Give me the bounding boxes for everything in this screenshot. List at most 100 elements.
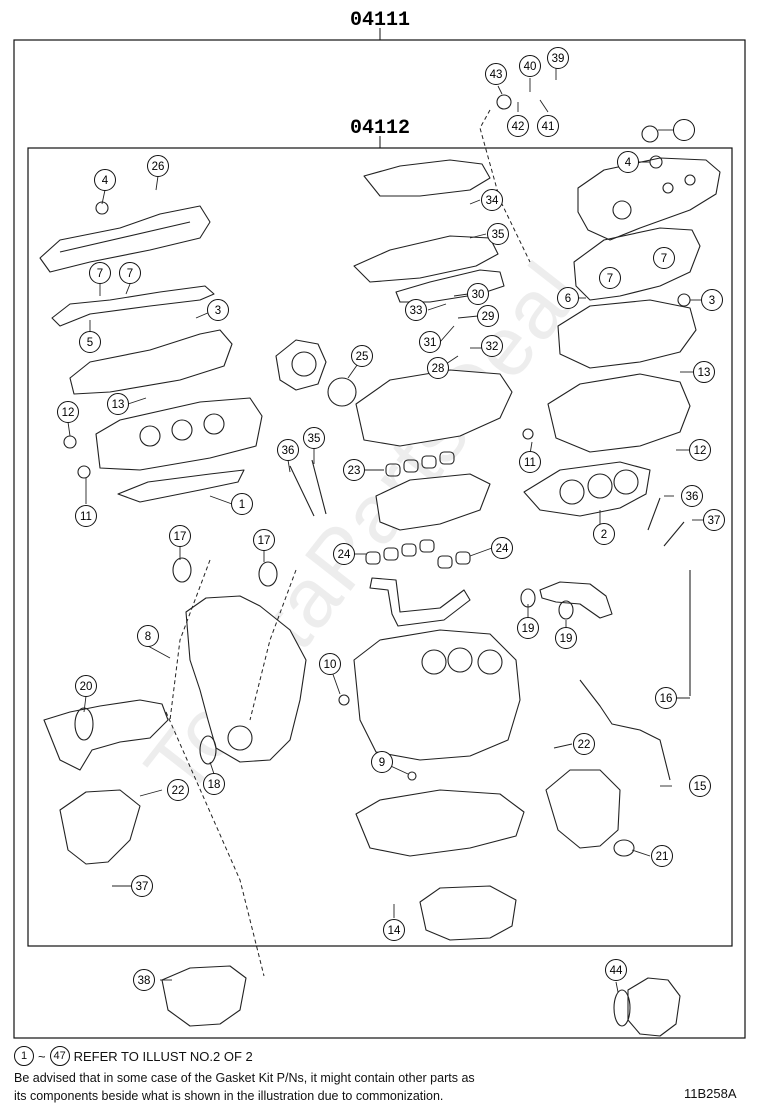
svg-text:4: 4	[102, 175, 109, 187]
callout-7c: 7	[599, 267, 621, 289]
svg-text:19: 19	[522, 623, 535, 635]
callout-37b: 38	[133, 969, 155, 991]
callout-44	[673, 119, 695, 141]
callout-20: 20	[75, 675, 97, 697]
range-separator: ~	[38, 1048, 46, 1064]
callout-22b: 22	[167, 779, 189, 801]
svg-text:14: 14	[388, 925, 401, 937]
svg-text:36: 36	[282, 445, 295, 457]
oil-pan-lower	[419, 885, 517, 941]
water-inlet-housing	[43, 699, 169, 771]
part-drawings	[39, 94, 721, 1037]
svg-text:35: 35	[492, 229, 505, 241]
svg-text:36: 36	[686, 491, 699, 503]
svg-text:41: 41	[542, 121, 555, 133]
callout-17b: 17	[253, 529, 275, 551]
fuel-delivery-pipe-upper	[363, 159, 491, 197]
svg-text:26: 26	[152, 161, 165, 173]
range-start-badge: 1	[14, 1046, 34, 1066]
callout-15: 15	[689, 775, 711, 797]
svg-text:10: 10	[324, 659, 337, 671]
right-cover-gasket	[573, 227, 701, 301]
rear-oil-seal-retainer	[627, 977, 681, 1037]
callout-35b: 36	[681, 485, 703, 507]
callout-6: 6	[557, 287, 579, 309]
advisory-line-1: Be advised that in some case of the Gask…	[14, 1071, 475, 1085]
outer-kit-label: 04111	[350, 9, 410, 32]
callout-31: 32	[481, 335, 503, 357]
svg-text:18: 18	[208, 779, 221, 791]
callout-17a: 17	[169, 525, 191, 547]
water-bypass-pipe	[369, 577, 471, 627]
callout-7d: 7	[653, 247, 675, 269]
callout-39: 40	[519, 55, 541, 77]
svg-text:23: 23	[348, 465, 361, 477]
svg-text:13: 13	[698, 367, 711, 379]
svg-text:22: 22	[578, 739, 591, 751]
callout-36a: 36	[277, 439, 299, 461]
callout-40: 41	[537, 115, 559, 137]
intake-plenum	[355, 369, 513, 447]
svg-text:30: 30	[472, 289, 485, 301]
svg-text:13: 13	[112, 399, 125, 411]
right-cylinder-head	[547, 373, 691, 453]
svg-text:35: 35	[308, 433, 321, 445]
svg-text:7: 7	[661, 253, 667, 265]
callout-27: 28	[427, 357, 449, 379]
callout-34: 35	[487, 223, 509, 245]
inner-kit-label: 04112	[350, 117, 410, 140]
callout-25: 25	[351, 345, 373, 367]
svg-text:8: 8	[145, 631, 151, 643]
callout-23: 23	[343, 459, 365, 481]
range-end-badge: 47	[49, 1046, 70, 1066]
svg-text:12: 12	[694, 445, 707, 457]
svg-text:28: 28	[432, 363, 445, 375]
svg-text:3: 3	[215, 305, 221, 317]
refer-note: 1 ~ 47 REFER TO ILLUST NO.2 OF 2	[14, 1046, 253, 1066]
right-cam-housing	[557, 299, 697, 369]
svg-text:24: 24	[338, 549, 351, 561]
svg-text:19: 19	[560, 633, 573, 645]
svg-text:43: 43	[490, 69, 503, 81]
callout-bubbles: 4 26 7 7 5 3 13 12 11 1 43 40 39 42 41 4…	[57, 47, 725, 991]
svg-text:37: 37	[708, 515, 721, 527]
svg-text:25: 25	[356, 351, 369, 363]
advisory-line-2: its components beside what is shown in t…	[14, 1089, 444, 1103]
svg-text:24: 24	[496, 543, 509, 555]
water-pump	[161, 965, 247, 1027]
callout-26: 26	[147, 155, 169, 177]
callout-4b: 4	[617, 151, 639, 173]
callout-24b: 24	[491, 537, 513, 559]
callout-37a: 37	[131, 875, 153, 897]
left-cover-gasket	[51, 285, 215, 327]
callout-3a: 3	[207, 299, 229, 321]
throttle-gasket	[327, 377, 357, 407]
oil-pan-upper	[355, 789, 525, 857]
callout-18: 18	[203, 773, 225, 795]
lower-intake-manifold	[375, 473, 491, 531]
right-head-gasket	[523, 461, 651, 517]
callout-12a: 12	[57, 401, 79, 423]
callout-10: 10	[319, 653, 341, 675]
svg-text:31: 31	[424, 337, 437, 349]
callout-28: 29	[477, 305, 499, 327]
callout-42: 43	[485, 63, 507, 85]
callout-5: 5	[79, 331, 101, 353]
svg-text:4: 4	[625, 157, 632, 169]
intake-manifold-gaskets	[365, 451, 471, 569]
callout-24a: 24	[333, 543, 355, 565]
timing-chain-cover	[185, 595, 307, 763]
callout-7b: 7	[119, 262, 141, 284]
svg-text:1: 1	[239, 499, 245, 511]
svg-text:9: 9	[379, 757, 385, 769]
callout-8: 8	[137, 625, 159, 647]
callout-13a: 13	[107, 393, 129, 415]
callout-3b: 3	[701, 289, 723, 311]
illustration-code: 11B258A	[684, 1086, 737, 1101]
svg-text:38: 38	[138, 975, 151, 987]
fuel-delivery-pipe-lower	[353, 235, 499, 283]
svg-text:22: 22	[172, 785, 185, 797]
svg-text:37: 37	[136, 881, 149, 893]
right-exhaust-manifold	[545, 769, 621, 849]
